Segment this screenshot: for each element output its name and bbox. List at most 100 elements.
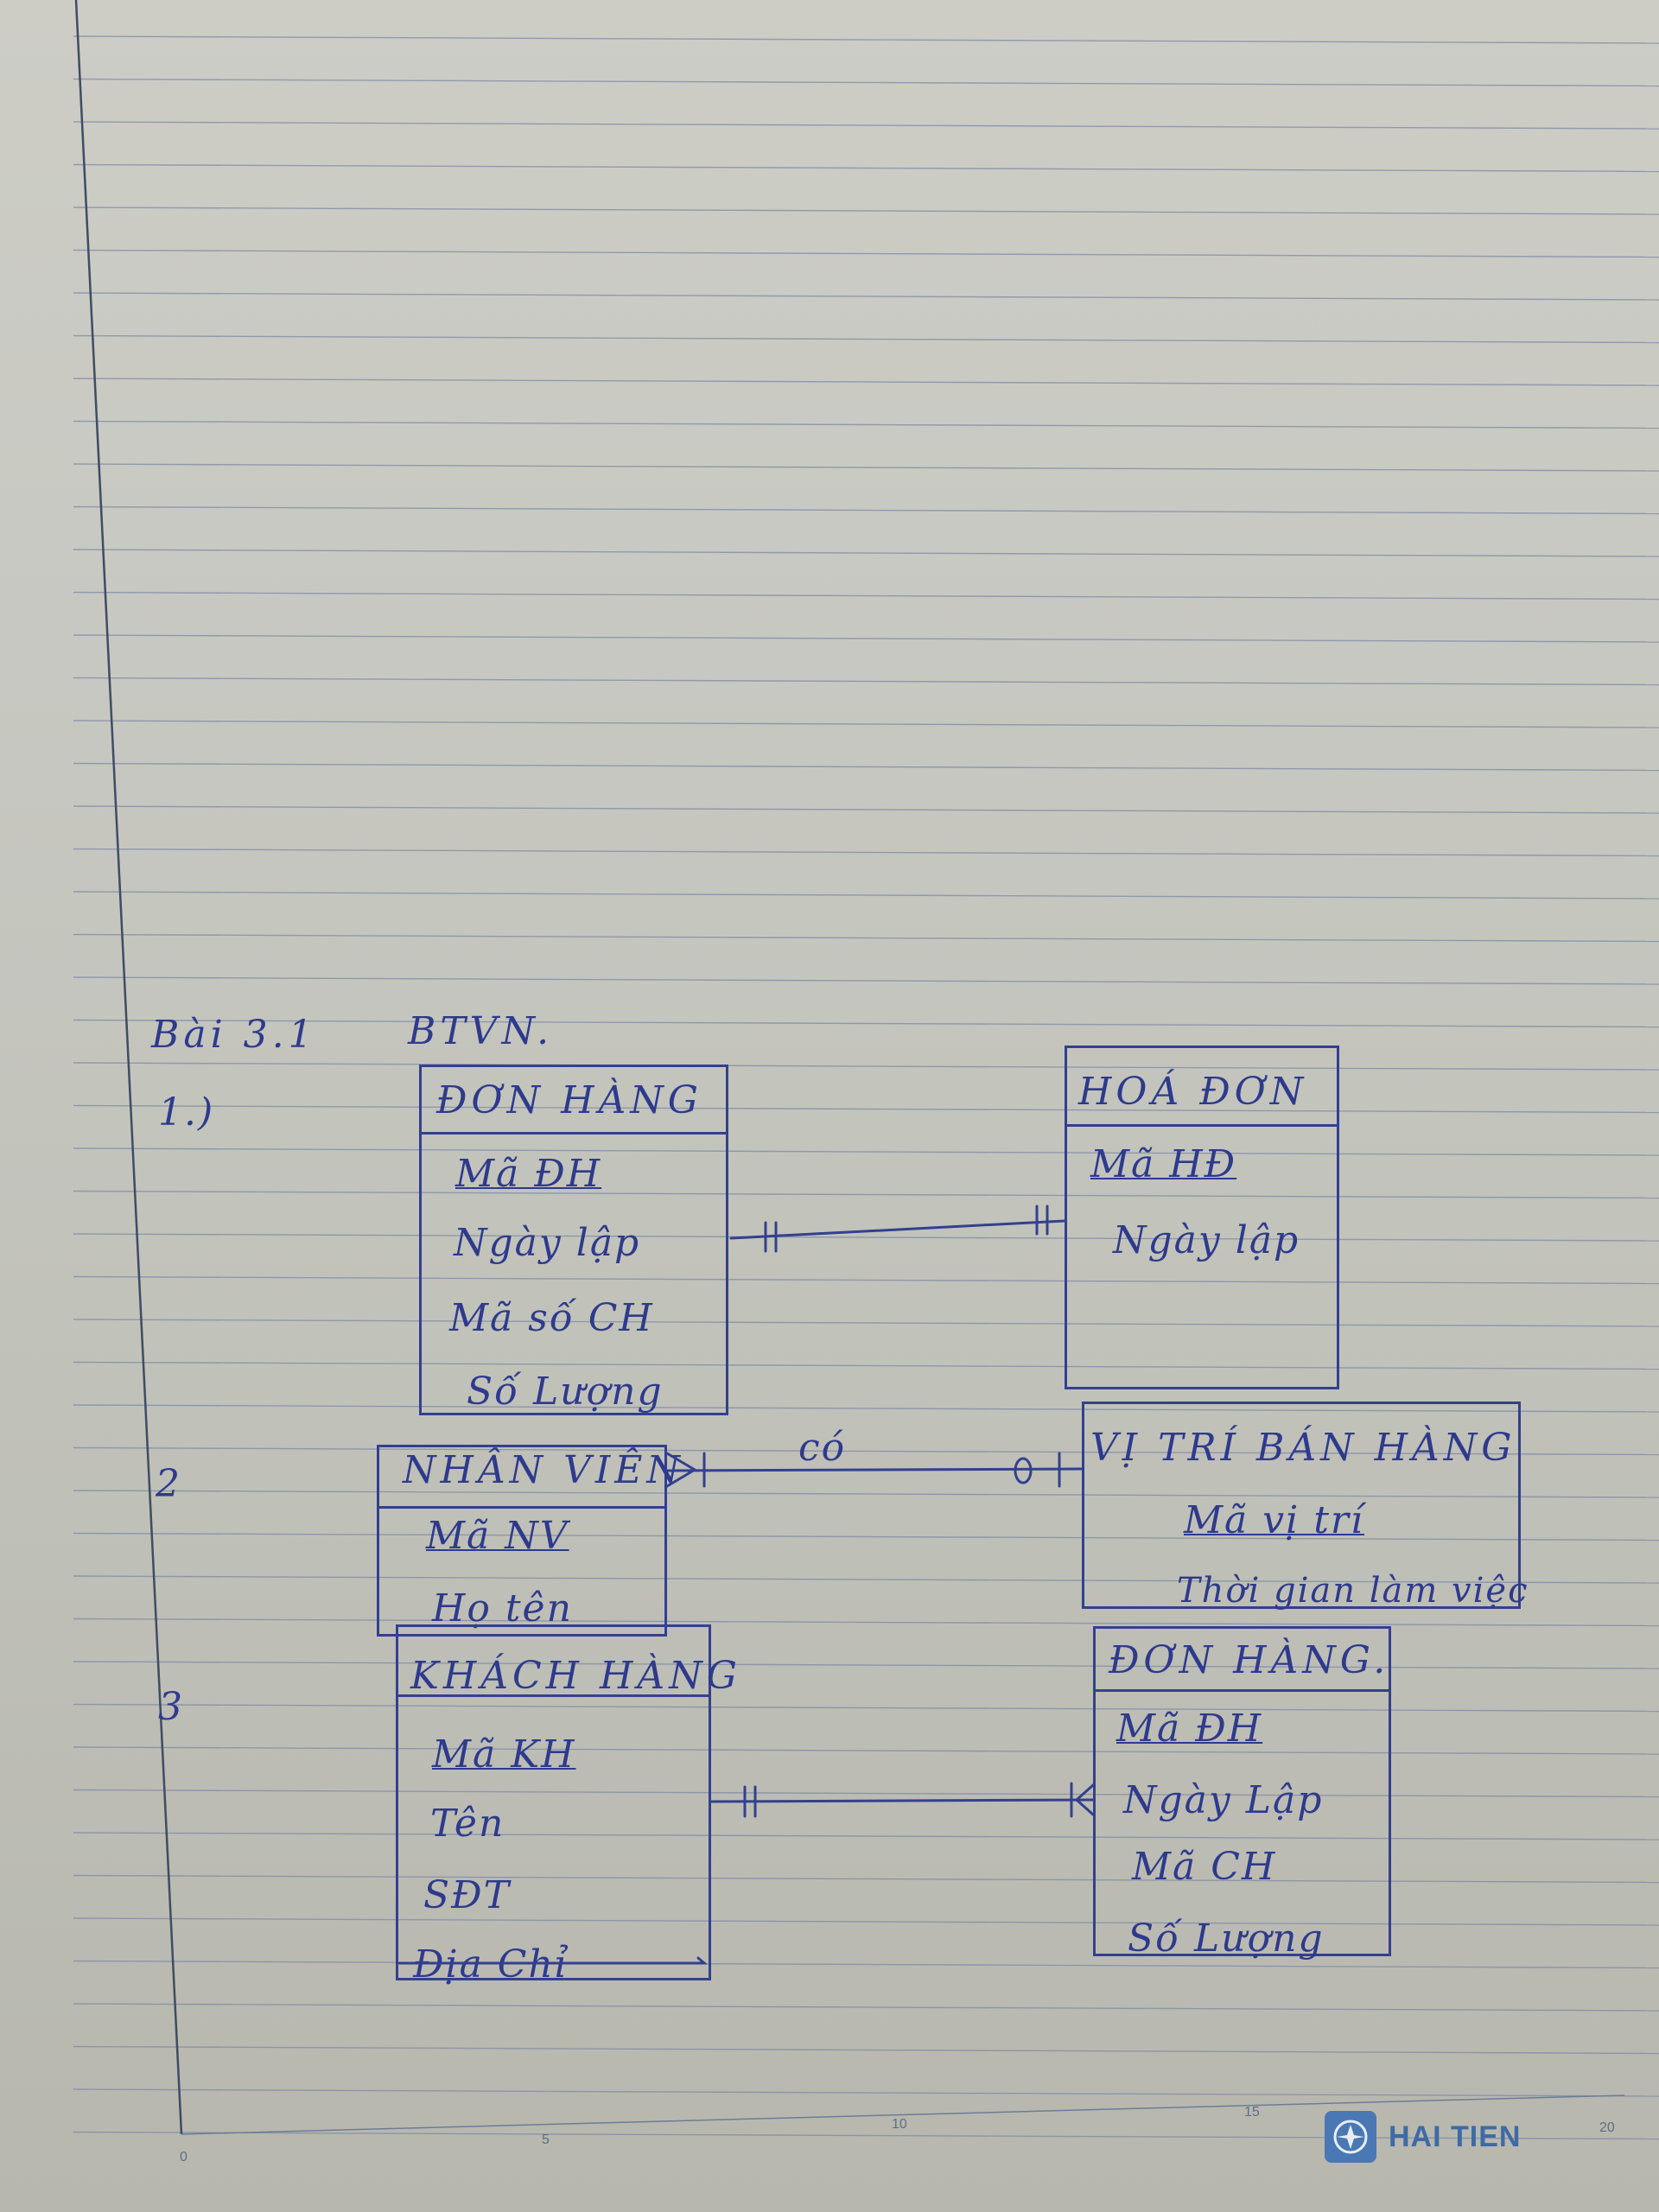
ruled-line: [73, 634, 1659, 643]
ruled-line: [73, 207, 1659, 215]
entity-title: VỊ TRÍ BÁN HÀNG: [1090, 1426, 1516, 1470]
primary-key: Mã KH: [432, 1732, 576, 1777]
ruled-line: [73, 2003, 1659, 2012]
ruled-line: [73, 1661, 1659, 1669]
ruled-line: [73, 1104, 1659, 1114]
ruled-line: [73, 1618, 1659, 1627]
entity-title: ĐƠN HÀNG.: [1109, 1638, 1390, 1682]
margin-line: [74, 0, 183, 2135]
ruled-line: [73, 1789, 1659, 1798]
primary-key: Mã NV: [426, 1514, 569, 1558]
primary-key: Mã ĐH: [455, 1152, 602, 1196]
attribute: Ngày lập: [454, 1221, 641, 1265]
ruler-line: [181, 2094, 1625, 2135]
exercise-heading: Bài 3.1: [151, 1013, 317, 1057]
ruled-line: [73, 1147, 1659, 1156]
ruler-tick: 15: [1244, 2105, 1260, 2120]
ruled-line: [73, 1960, 1659, 1969]
entity-vi-tri-ban-hang: [1082, 1402, 1521, 1609]
relation-number-3: 3: [158, 1685, 184, 1729]
entity-don-hang: [419, 1065, 728, 1415]
entity-title: NHÂN VIÊN: [403, 1448, 684, 1492]
ruled-line: [73, 249, 1659, 258]
ruled-line: [73, 1233, 1659, 1242]
ruled-line: [73, 848, 1659, 857]
attribute: Ngày lập: [1113, 1218, 1300, 1262]
primary-key: Mã ĐH: [1116, 1707, 1263, 1751]
ruled-line: [73, 1874, 1659, 1884]
homework-heading: BTVN.: [408, 1009, 554, 1053]
ruled-line: [73, 677, 1659, 686]
one-mandatory-marker: [1035, 1205, 1049, 1236]
relationship-line-3: [709, 1798, 1095, 1803]
many-mandatory-marker: [1070, 1782, 1095, 1818]
ruled-line: [73, 1319, 1659, 1327]
ruled-line: [73, 591, 1659, 601]
ruled-line: [73, 720, 1659, 728]
ruled-line: [73, 1490, 1659, 1498]
ruler-tick: 5: [542, 2133, 550, 2147]
ruled-line: [73, 805, 1659, 814]
ruled-line: [73, 549, 1659, 557]
ruled-line: [73, 1361, 1659, 1370]
ruled-line: [73, 1746, 1659, 1755]
relationship-line-1: [729, 1219, 1066, 1240]
relationship-label: có: [798, 1426, 847, 1470]
ruled-line: [73, 1190, 1659, 1199]
primary-key: Mã HĐ: [1090, 1142, 1237, 1186]
ruled-line: [73, 1703, 1659, 1713]
entity-nhan-vien: [377, 1445, 667, 1637]
entity-title: HOÁ ĐƠN: [1078, 1070, 1308, 1114]
ruled-line: [73, 933, 1659, 943]
ruled-line: [73, 2045, 1659, 2055]
ruled-line: [73, 1062, 1659, 1071]
entity-don-hang-2: [1093, 1626, 1391, 1956]
ruled-line: [73, 1832, 1659, 1840]
one-mandatory-marker: [764, 1221, 778, 1253]
ruled-line: [73, 1019, 1659, 1028]
brand-logo: HAI TIEN: [1325, 2111, 1521, 2163]
relation-number-2: 2: [156, 1462, 181, 1506]
ruled-line: [73, 292, 1659, 301]
ruled-line: [73, 1575, 1659, 1584]
attribute: Số Lượng: [467, 1370, 664, 1414]
ruled-line: [73, 1275, 1659, 1285]
relation-number-1: 1.): [158, 1090, 215, 1135]
ruled-line: [73, 35, 1659, 44]
entity-khach-hang: [396, 1624, 711, 1980]
many-mandatory-marker: [665, 1452, 706, 1488]
ruled-line: [73, 762, 1659, 772]
ruled-line: [73, 78, 1659, 87]
ruler-tick: 20: [1599, 2120, 1615, 2135]
ruled-line: [73, 121, 1659, 130]
relationship-line-2: [665, 1467, 1084, 1472]
entity-title: KHÁCH HÀNG: [410, 1654, 741, 1698]
ruled-line: [73, 1532, 1659, 1541]
ruled-line: [73, 2131, 1659, 2140]
one-mandatory-marker: [743, 1785, 757, 1818]
entity-title: ĐƠN HÀNG: [436, 1078, 702, 1122]
ruled-line: [73, 1446, 1659, 1456]
ruled-line: [73, 1404, 1659, 1413]
ruled-line: [73, 1917, 1659, 1926]
ruled-line: [73, 420, 1659, 429]
attribute: Ngày Lập: [1123, 1778, 1324, 1822]
lotus-logo-icon: [1325, 2111, 1376, 2163]
ruler-tick: 0: [180, 2150, 188, 2164]
attribute: Số Lượng: [1128, 1916, 1325, 1961]
attribute: SĐT: [423, 1873, 512, 1917]
primary-key: Mã vị trí: [1184, 1498, 1364, 1542]
ruler-tick: 10: [892, 2117, 907, 2132]
attribute: Tên: [430, 1802, 505, 1846]
entity-hoa-don: [1065, 1046, 1339, 1389]
ruled-line: [73, 463, 1659, 472]
attribute: Thời gian làm việc: [1177, 1571, 1529, 1611]
ruled-line: [73, 505, 1659, 515]
attribute: Họ tên: [432, 1586, 573, 1630]
attribute: Mã số CH: [449, 1296, 654, 1340]
attribute: Mã CH: [1132, 1845, 1277, 1889]
ruled-line: [73, 976, 1659, 985]
ruled-line: [73, 163, 1659, 173]
